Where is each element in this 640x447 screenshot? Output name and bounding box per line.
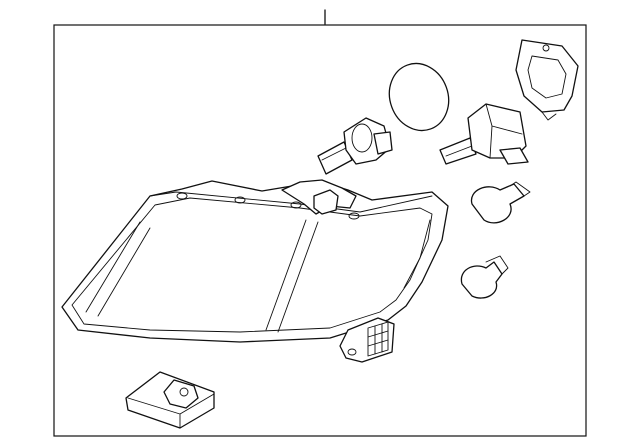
mount-hole-1 [176, 192, 188, 200]
wedge-bulb-base [485, 255, 509, 275]
housing-outline [61, 180, 449, 343]
dust-cap-disc [388, 62, 450, 132]
connector-grid-lines [367, 323, 389, 355]
halogen-bulb[interactable] [317, 117, 393, 175]
halogen-bulb-connector [373, 131, 393, 155]
lens-crease-right [403, 219, 431, 289]
ballast-module[interactable] [125, 371, 215, 429]
halogen-bulb-flange [351, 123, 373, 153]
mount-hole-3 [290, 201, 302, 209]
top-rim-ridge [149, 191, 433, 213]
gasket-hole [542, 44, 550, 52]
connector-grid [367, 321, 389, 357]
ballast-connector [163, 379, 199, 409]
hid-bulb-base-edges [485, 103, 523, 159]
lens-crease-left-2 [97, 227, 151, 317]
headlamp-assembly[interactable] [61, 179, 449, 363]
mount-hole-2 [234, 196, 246, 204]
ballast-edges [127, 393, 215, 429]
wedge-bulb[interactable] [460, 255, 509, 299]
amber-bulb-base [509, 181, 531, 197]
amber-bulb[interactable] [470, 181, 531, 224]
lens-crease-center [265, 219, 307, 331]
mount-hole-4 [348, 212, 360, 220]
hid-bulb-tab [499, 147, 529, 165]
hid-bulb[interactable] [439, 103, 529, 165]
lens-crease-left [85, 221, 141, 313]
gasket-tab [541, 111, 557, 121]
halogen-bulb-glass [317, 141, 353, 175]
halogen-bulb-filament [321, 147, 347, 161]
connector-bracket [339, 317, 395, 363]
gasket-inner [527, 55, 567, 99]
hid-bulb-arc [445, 145, 473, 157]
dust-cap[interactable] [380, 55, 458, 139]
bracket-hole [347, 348, 357, 356]
rear-socket-cap [313, 189, 339, 215]
mounting-gasket[interactable] [515, 39, 579, 121]
lens-crease-center-2 [277, 221, 319, 333]
ballast-pin [179, 387, 189, 397]
